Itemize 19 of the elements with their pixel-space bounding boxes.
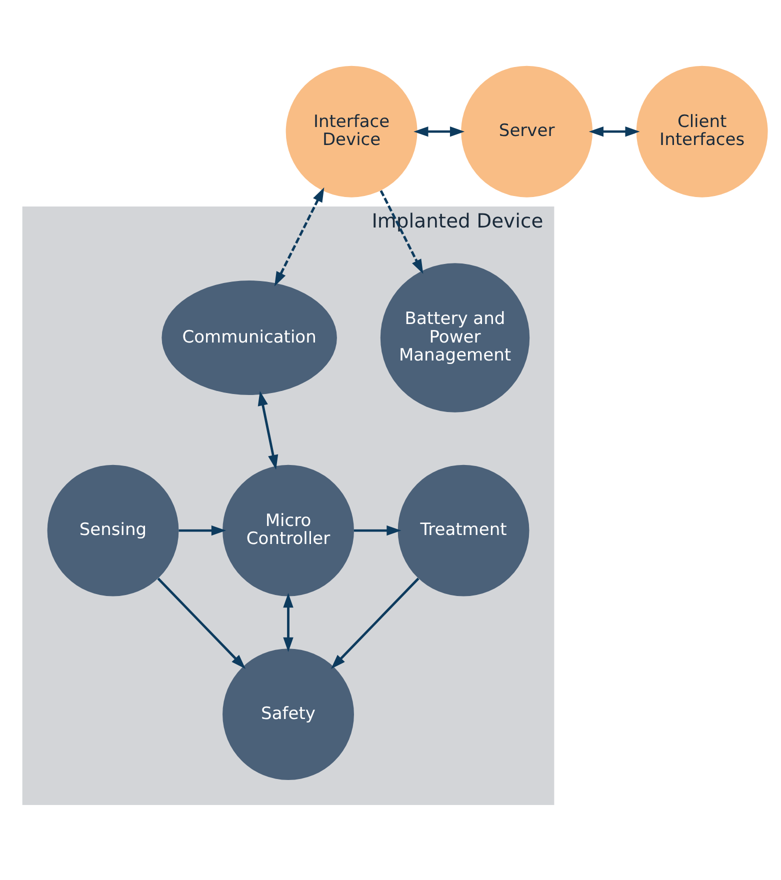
arrow (178, 525, 226, 536)
arrow (258, 390, 278, 470)
node-circle: Client Interfaces (636, 66, 768, 198)
node-circle: Server (461, 66, 593, 198)
arrow (157, 578, 246, 669)
node-ellipse: Communication (162, 280, 337, 395)
node-circle: Micro Controller (222, 464, 354, 596)
arrow (414, 126, 465, 137)
arrow (331, 578, 420, 669)
arrow (274, 187, 324, 286)
node-circle: Battery and Power Management (380, 263, 530, 412)
arrow (380, 190, 424, 274)
arrow (588, 126, 640, 137)
node-circle: Sensing (47, 464, 179, 596)
node-circle: Safety (222, 648, 354, 780)
node-circle: Treatment (398, 464, 530, 596)
arrow (283, 593, 294, 652)
arrow (354, 525, 402, 536)
node-circle: Interface Device (286, 66, 418, 198)
